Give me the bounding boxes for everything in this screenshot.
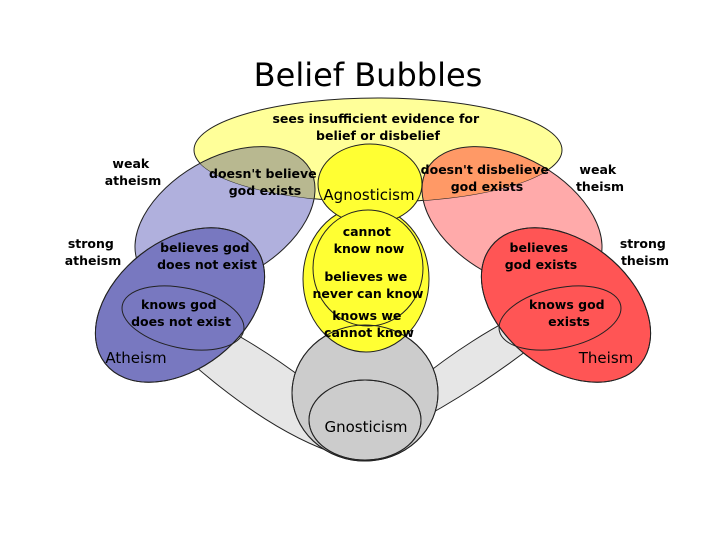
weak-theism-label: weak theism <box>576 162 624 194</box>
strong-atheism-label: strong atheism <box>65 236 122 268</box>
agnosticism-ellipse-inner <box>312 209 424 327</box>
theism-knows-outline <box>498 285 622 351</box>
strong-theism-outline <box>480 227 652 383</box>
knows-god-exists-label: knows god exists <box>529 297 609 329</box>
insufficient-evidence-label: sees insufficient evidence for belief or… <box>272 111 483 143</box>
gnosticism-inner-outline <box>308 379 422 461</box>
weak-atheism-label: weak atheism <box>105 156 162 188</box>
atheism-knows-outline <box>121 285 245 351</box>
cannot-know-now-label: cannot know now <box>334 224 405 256</box>
agnosticism-label: Agnosticism <box>323 186 414 204</box>
knows-god-does-not-exist-label: knows god does not exist <box>131 297 231 329</box>
doesnt-disbelieve-label: doesn't disbelieve god exists <box>421 162 554 194</box>
never-can-know-label: believes we never can know <box>313 269 424 301</box>
atheism-label: Atheism <box>105 349 166 367</box>
strong-atheism-outline <box>94 227 266 383</box>
believes-god-exists-label: believes god exists <box>505 240 578 272</box>
gnosticism-label: Gnosticism <box>324 418 407 436</box>
gnosticism-outer-outline <box>291 324 439 462</box>
diagram-title: Belief Bubbles <box>254 56 483 94</box>
knows-cannot-know-label: knows we cannot know <box>324 308 414 340</box>
doesnt-believe-label: doesn't believe god exists <box>209 166 321 198</box>
strong-theism-label: strong theism <box>620 236 670 268</box>
believes-god-does-not-exist-label: believes god does not exist <box>157 240 257 272</box>
theism-label: Theism <box>578 349 634 367</box>
